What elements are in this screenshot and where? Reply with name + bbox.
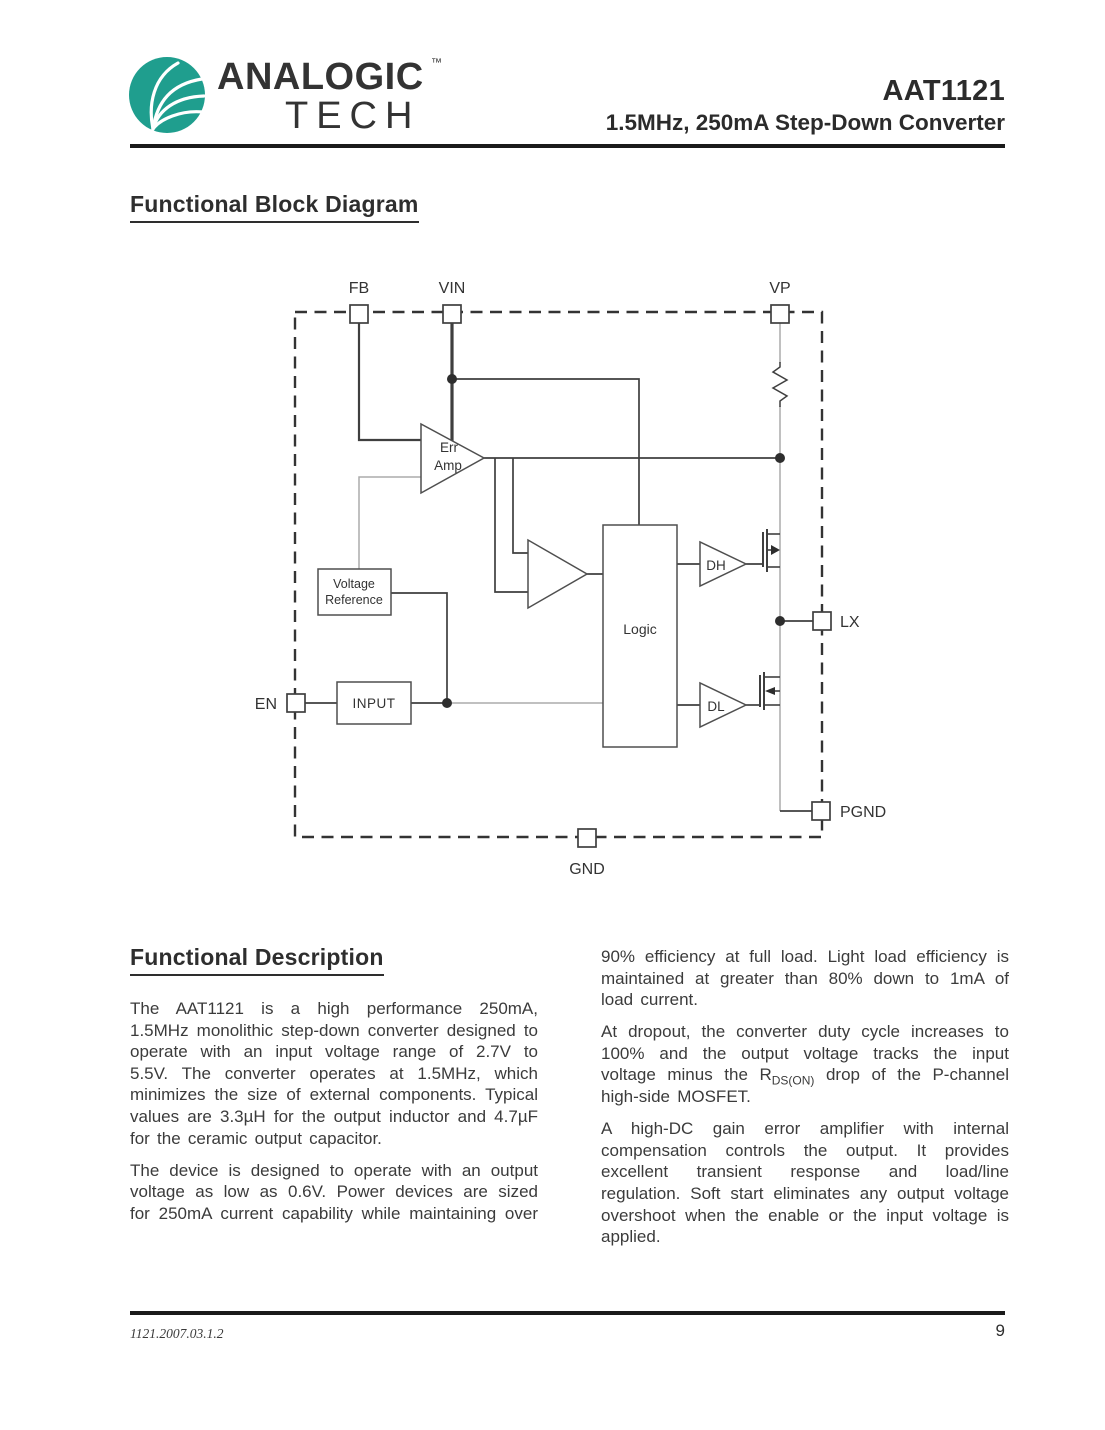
- pin-label-vp: VP: [769, 280, 790, 297]
- pin-lx-box: [812, 611, 832, 631]
- error-amplifier-triangle: [420, 422, 486, 495]
- input-block: [336, 681, 412, 725]
- junction-dot: [442, 698, 452, 708]
- subscript: DS(ON): [772, 1074, 815, 1088]
- text-run: drop of the P-channel high-side MOSFET.: [601, 1065, 1009, 1107]
- pin-label-vin: VIN: [439, 280, 466, 297]
- section-title-description: Functional Description: [130, 944, 384, 976]
- dl-label: DL: [707, 699, 725, 714]
- leaf-icon: [149, 61, 206, 131]
- pin-label-en: EN: [255, 696, 277, 713]
- pin-boxes: [286, 304, 832, 848]
- pin-fb-box: [349, 304, 369, 324]
- pin-vp-box: [770, 304, 790, 324]
- footer-rule: [130, 1311, 1005, 1315]
- lowside-body-arrow-icon: [765, 687, 775, 695]
- vref-label-2: Reference: [325, 593, 383, 607]
- comparator-triangle: [527, 538, 589, 610]
- company-logo: ANALOGIC ™ TECH: [129, 56, 442, 137]
- junction-dot: [775, 616, 785, 626]
- pin-label-pgnd: PGND: [840, 804, 886, 821]
- pin-label-gnd: GND: [569, 861, 605, 878]
- description-left-column: The AAT1121 is a high performance 250mA,…: [130, 998, 538, 1235]
- wire-vin-to-logic: [452, 378, 640, 525]
- description-right-column: 90% efficiency at full load. Light load …: [601, 946, 1009, 1258]
- pin-gnd-box: [577, 828, 597, 848]
- part-number: AAT1121: [882, 75, 1005, 107]
- highside-mosfet: [762, 529, 780, 572]
- lowside-mosfet: [759, 672, 780, 710]
- vref-label-1: Voltage: [333, 577, 375, 591]
- dh-label: DH: [706, 558, 726, 573]
- document-id: 1121.2007.03.1.2: [130, 1326, 224, 1341]
- page-number: 9: [995, 1321, 1005, 1340]
- paragraph: At dropout, the converter duty cycle inc…: [601, 1021, 1009, 1107]
- err-amp-label-1: Err: [440, 440, 459, 455]
- junction-dot: [447, 374, 457, 384]
- junction-dot: [775, 453, 785, 463]
- err-amp-label-2: Amp: [434, 458, 462, 473]
- wire-fb: [357, 323, 421, 442]
- logo-text-analogic: ANALOGIC: [217, 56, 424, 98]
- section-title-block-diagram: Functional Block Diagram: [130, 191, 419, 223]
- resistor: [771, 362, 789, 407]
- logic-block: [602, 524, 678, 748]
- wire-vref-junction: [391, 592, 448, 703]
- document-title-block: AAT1121 1.5MHz, 250mA Step-Down Converte…: [606, 74, 1005, 138]
- dl-driver-triangle: [699, 681, 748, 729]
- chip-boundary-dashed: [293, 310, 824, 839]
- blocks: [317, 422, 748, 748]
- input-label: INPUT: [353, 696, 396, 711]
- logo-text-tech: TECH: [285, 95, 420, 137]
- text-run: At dropout, the converter duty cycle inc…: [601, 1022, 1009, 1085]
- pin-label-fb: FB: [349, 280, 369, 297]
- dh-driver-triangle: [699, 540, 748, 588]
- paragraph: The AAT1121 is a high performance 250mA,…: [130, 999, 538, 1148]
- header-rule: [130, 144, 1005, 148]
- pin-en-box: [286, 693, 306, 713]
- logo-trademark: ™: [431, 57, 442, 69]
- paragraph: A high-DC gain error amplifier with inte…: [601, 1119, 1009, 1247]
- wires-dark: [305, 323, 813, 812]
- wires-gray: [358, 323, 781, 811]
- paragraph: 90% efficiency at full load. Light load …: [601, 947, 1009, 1010]
- pin-label-lx: LX: [840, 614, 860, 631]
- voltage-reference-block: [317, 568, 392, 616]
- highside-body-arrow-icon: [771, 545, 780, 555]
- functional-block-diagram: FB VIN VP EN LX PGND GND Err Amp Voltage…: [255, 280, 886, 878]
- paragraph: The device is designed to operate with a…: [130, 1160, 538, 1223]
- logic-label: Logic: [623, 621, 656, 637]
- subscript-text: DS(ON): [771, 1073, 815, 1088]
- pin-pgnd-box: [811, 801, 831, 821]
- pin-vin-box: [442, 304, 462, 324]
- junction-dots: [442, 374, 785, 708]
- document-subtitle: 1.5MHz, 250mA Step-Down Converter: [605, 110, 1005, 135]
